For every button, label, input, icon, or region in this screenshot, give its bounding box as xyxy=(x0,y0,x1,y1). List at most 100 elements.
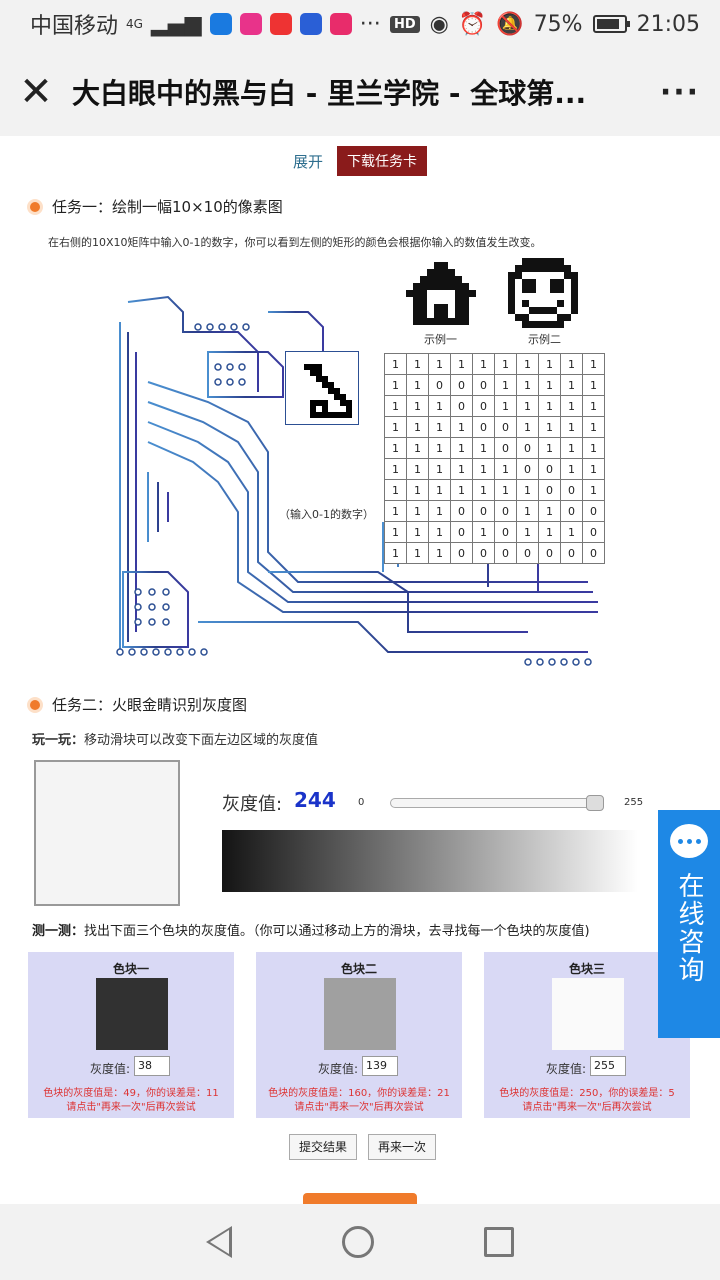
matrix-cell[interactable]: 0 xyxy=(494,521,517,543)
matrix-cell[interactable]: 0 xyxy=(472,395,495,417)
matrix-cell[interactable]: 1 xyxy=(428,500,451,522)
matrix-cell[interactable]: 1 xyxy=(450,416,473,438)
matrix-cell[interactable]: 0 xyxy=(450,395,473,417)
matrix-cell[interactable]: 1 xyxy=(384,395,407,417)
matrix-cell[interactable]: 1 xyxy=(450,353,473,375)
matrix-cell[interactable]: 0 xyxy=(516,542,539,564)
matrix-cell[interactable]: 1 xyxy=(428,395,451,417)
matrix-cell[interactable]: 1 xyxy=(582,479,605,501)
matrix-cell[interactable]: 0 xyxy=(494,542,517,564)
matrix-cell[interactable]: 1 xyxy=(384,542,407,564)
matrix-cell[interactable]: 1 xyxy=(494,374,517,396)
matrix-cell[interactable]: 1 xyxy=(406,458,429,480)
matrix-cell[interactable]: 1 xyxy=(384,521,407,543)
matrix-cell[interactable]: 1 xyxy=(538,353,561,375)
matrix-cell[interactable]: 1 xyxy=(494,353,517,375)
matrix-cell[interactable]: 1 xyxy=(450,479,473,501)
matrix-cell[interactable]: 1 xyxy=(538,437,561,459)
matrix-cell[interactable]: 1 xyxy=(560,395,583,417)
matrix-cell[interactable]: 1 xyxy=(428,353,451,375)
matrix-cell[interactable]: 1 xyxy=(406,542,429,564)
matrix-cell[interactable]: 1 xyxy=(472,458,495,480)
matrix-cell[interactable]: 1 xyxy=(560,374,583,396)
matrix-cell[interactable]: 1 xyxy=(516,521,539,543)
matrix-cell[interactable]: 1 xyxy=(582,374,605,396)
matrix-cell[interactable]: 1 xyxy=(428,416,451,438)
matrix-cell[interactable]: 1 xyxy=(406,395,429,417)
matrix-cell[interactable]: 1 xyxy=(538,395,561,417)
matrix-cell[interactable]: 1 xyxy=(516,353,539,375)
matrix-cell[interactable]: 0 xyxy=(560,542,583,564)
matrix-cell[interactable]: 1 xyxy=(582,416,605,438)
home-icon[interactable] xyxy=(342,1226,374,1258)
matrix-cell[interactable]: 1 xyxy=(494,479,517,501)
matrix-cell[interactable]: 1 xyxy=(406,500,429,522)
online-consult-button[interactable]: 在线咨询 xyxy=(658,810,720,1038)
close-icon[interactable]: ✕ xyxy=(19,69,53,115)
matrix-cell[interactable]: 1 xyxy=(406,374,429,396)
matrix-cell[interactable]: 1 xyxy=(384,353,407,375)
matrix-cell[interactable]: 1 xyxy=(516,395,539,417)
expand-link[interactable]: 展开 xyxy=(292,152,323,171)
matrix-cell[interactable]: 1 xyxy=(472,353,495,375)
matrix-cell[interactable]: 0 xyxy=(472,374,495,396)
matrix-cell[interactable]: 1 xyxy=(560,353,583,375)
matrix-cell[interactable]: 0 xyxy=(472,542,495,564)
matrix-cell[interactable]: 1 xyxy=(560,416,583,438)
matrix-cell[interactable]: 0 xyxy=(538,458,561,480)
more-menu-icon[interactable]: ··· xyxy=(659,74,701,110)
matrix-cell[interactable]: 0 xyxy=(450,500,473,522)
matrix-cell[interactable]: 0 xyxy=(582,500,605,522)
matrix-cell[interactable]: 1 xyxy=(516,416,539,438)
matrix-cell[interactable]: 0 xyxy=(450,521,473,543)
matrix-cell[interactable]: 1 xyxy=(560,458,583,480)
submit-result-button[interactable]: 提交结果 xyxy=(289,1134,358,1160)
matrix-cell[interactable]: 1 xyxy=(450,437,473,459)
matrix-cell[interactable]: 1 xyxy=(428,542,451,564)
matrix-cell[interactable]: 0 xyxy=(450,374,473,396)
matrix-cell[interactable]: 0 xyxy=(560,479,583,501)
matrix-cell[interactable]: 1 xyxy=(384,500,407,522)
matrix-cell[interactable]: 1 xyxy=(538,374,561,396)
matrix-cell[interactable]: 1 xyxy=(406,416,429,438)
matrix-cell[interactable]: 1 xyxy=(582,395,605,417)
matrix-cell[interactable]: 1 xyxy=(384,458,407,480)
matrix-cell[interactable]: 1 xyxy=(494,458,517,480)
matrix-cell[interactable]: 0 xyxy=(516,437,539,459)
retry-button[interactable]: 再来一次 xyxy=(368,1134,437,1160)
matrix-cell[interactable]: 0 xyxy=(538,479,561,501)
gray-slider-track[interactable] xyxy=(390,798,604,808)
gray-input-field[interactable]: 38 xyxy=(134,1056,170,1076)
matrix-cell[interactable]: 1 xyxy=(428,458,451,480)
matrix-cell[interactable]: 0 xyxy=(516,458,539,480)
matrix-cell[interactable]: 1 xyxy=(472,479,495,501)
matrix-cell[interactable]: 0 xyxy=(428,374,451,396)
matrix-cell[interactable]: 1 xyxy=(538,521,561,543)
matrix-cell[interactable]: 1 xyxy=(494,395,517,417)
recent-apps-icon[interactable] xyxy=(484,1227,514,1257)
matrix-cell[interactable]: 1 xyxy=(384,437,407,459)
back-icon[interactable] xyxy=(206,1226,232,1258)
matrix-cell[interactable]: 1 xyxy=(384,374,407,396)
gray-slider-thumb[interactable] xyxy=(586,795,604,811)
matrix-cell[interactable]: 1 xyxy=(516,374,539,396)
matrix-cell[interactable]: 1 xyxy=(582,458,605,480)
gray-input-field[interactable]: 139 xyxy=(362,1056,398,1076)
matrix-cell[interactable]: 1 xyxy=(472,437,495,459)
download-task-card-button[interactable]: 下载任务卡 xyxy=(337,146,427,176)
matrix-cell[interactable]: 0 xyxy=(494,416,517,438)
matrix-cell[interactable]: 1 xyxy=(538,416,561,438)
matrix-cell[interactable]: 0 xyxy=(582,542,605,564)
matrix-cell[interactable]: 1 xyxy=(472,521,495,543)
matrix-cell[interactable]: 1 xyxy=(560,437,583,459)
matrix-cell[interactable]: 1 xyxy=(538,500,561,522)
matrix-cell[interactable]: 0 xyxy=(494,437,517,459)
matrix-cell[interactable]: 0 xyxy=(494,500,517,522)
matrix-cell[interactable]: 1 xyxy=(428,521,451,543)
matrix-cell[interactable]: 1 xyxy=(582,437,605,459)
matrix-cell[interactable]: 0 xyxy=(472,416,495,438)
gray-input-field[interactable]: 255 xyxy=(590,1056,626,1076)
matrix-cell[interactable]: 0 xyxy=(560,500,583,522)
matrix-cell[interactable]: 1 xyxy=(406,521,429,543)
